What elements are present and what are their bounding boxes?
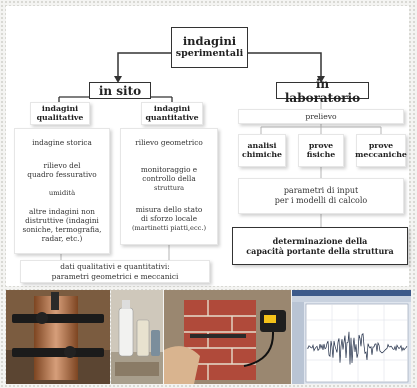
analisi-chimiche-box: analisi chimiche: [238, 134, 286, 167]
qualitative-item-altre-1: altre indagini non: [29, 207, 95, 216]
prelievo-label: prelievo: [305, 111, 337, 121]
qualitative-item-altre-4: radar, etc.): [41, 234, 83, 243]
analisi-line-1: analisi: [247, 140, 277, 150]
quantitative-item-monitoraggio-3: struttura: [153, 184, 185, 192]
connector-root-insito: [117, 52, 171, 79]
fisiche-line-2: fisiche: [306, 149, 336, 159]
photo-brick-test: [164, 290, 291, 384]
parametri-line-1: parametri di input: [283, 186, 359, 195]
prove-meccaniche-box: prove meccaniche: [355, 134, 407, 167]
connector-root-lab: [248, 52, 322, 79]
in-sito-label: in sito: [98, 83, 142, 98]
determinazione-line-1: determinazione della: [272, 235, 368, 246]
photo-lab-bottles: [111, 290, 163, 384]
analisi-line-2: chimiche: [242, 149, 282, 159]
qualitative-item-storica: indagine storica: [32, 138, 92, 147]
quantitative-header-line-2: quantitative: [145, 112, 199, 122]
dati-line-2: parametri geometrici e meccanici: [51, 271, 179, 281]
qualitative-item-rilievo-2: quadro fessurativo: [27, 170, 97, 179]
root-line-1: indagini: [182, 34, 237, 49]
meccaniche-line-2: meccaniche: [355, 149, 407, 159]
quantitative-item-misura-1: misura dello stato: [135, 205, 203, 214]
qualitative-item-rilievo-1: rilievo del: [43, 161, 81, 170]
in-laboratorio-label: in laboratorio: [284, 76, 361, 105]
brick-test-image: [164, 290, 291, 384]
dati-line-1: dati qualitativi e quantitativi:: [60, 262, 170, 272]
parametri-line-2: per i modelli di calcolo: [274, 196, 368, 205]
arrow-insito: [114, 76, 122, 83]
diagram-panel: indagini sperimentali in sito in laborat…: [6, 6, 409, 286]
parametri-box: parametri di input per i modelli di calc…: [238, 178, 404, 214]
software-screen-image: [292, 290, 411, 384]
qualitative-item-altre-2: distruttive (indagini: [25, 216, 99, 225]
fisiche-line-1: prove: [308, 140, 334, 150]
clamped-specimen-image: [6, 290, 110, 384]
determinazione-box: determinazione della capacità portante d…: [232, 227, 408, 265]
photo-software-screen: [292, 290, 411, 384]
qualitative-item-altre-3: soniche, termografia,: [22, 225, 102, 234]
meccaniche-line-1: prove: [368, 140, 394, 150]
qualitative-header: indagini qualitative: [30, 102, 90, 125]
lab-bottles-image: [111, 290, 163, 384]
photo-clamped-specimen: [6, 290, 110, 384]
in-sito-box: in sito: [89, 82, 151, 99]
dati-box: dati qualitativi e quantitativi: paramet…: [20, 260, 210, 283]
photo-strip: [6, 290, 411, 384]
root-line-2: sperimentali: [175, 48, 244, 60]
connector-lines: [58, 52, 382, 261]
quantitative-item-monitoraggio-2: controllo della: [142, 174, 196, 183]
quantitative-column: rilievo geometrico monitoraggio e contro…: [120, 128, 218, 245]
quantitative-item-rilievo: rilievo geometrico: [135, 138, 203, 147]
quantitative-item-misura-2: di sforzo locale: [140, 214, 198, 223]
quantitative-item-monitoraggio-1: monitoraggio e: [140, 165, 198, 174]
waveform-trace: [306, 331, 408, 365]
in-laboratorio-box: in laboratorio: [276, 77, 369, 105]
qualitative-header-line-1: indagini: [41, 103, 79, 113]
determinazione-line-2: capacità portante della struttura: [246, 246, 394, 256]
quantitative-header: indagini quantitative: [141, 102, 203, 125]
prelievo-box: prelievo: [238, 109, 404, 124]
root-box: indagini sperimentali: [171, 27, 248, 68]
qualitative-item-umidita: umidità: [48, 189, 76, 197]
quantitative-header-line-1: indagini: [153, 103, 191, 113]
qualitative-column: indagine storica rilievo del quadro fess…: [14, 128, 110, 254]
quantitative-item-misura-3: (martinetti piatti,ecc.): [131, 224, 207, 232]
arrow-lab: [317, 76, 325, 83]
qualitative-header-line-2: qualitative: [36, 112, 84, 122]
prove-fisiche-box: prove fisiche: [298, 134, 344, 167]
